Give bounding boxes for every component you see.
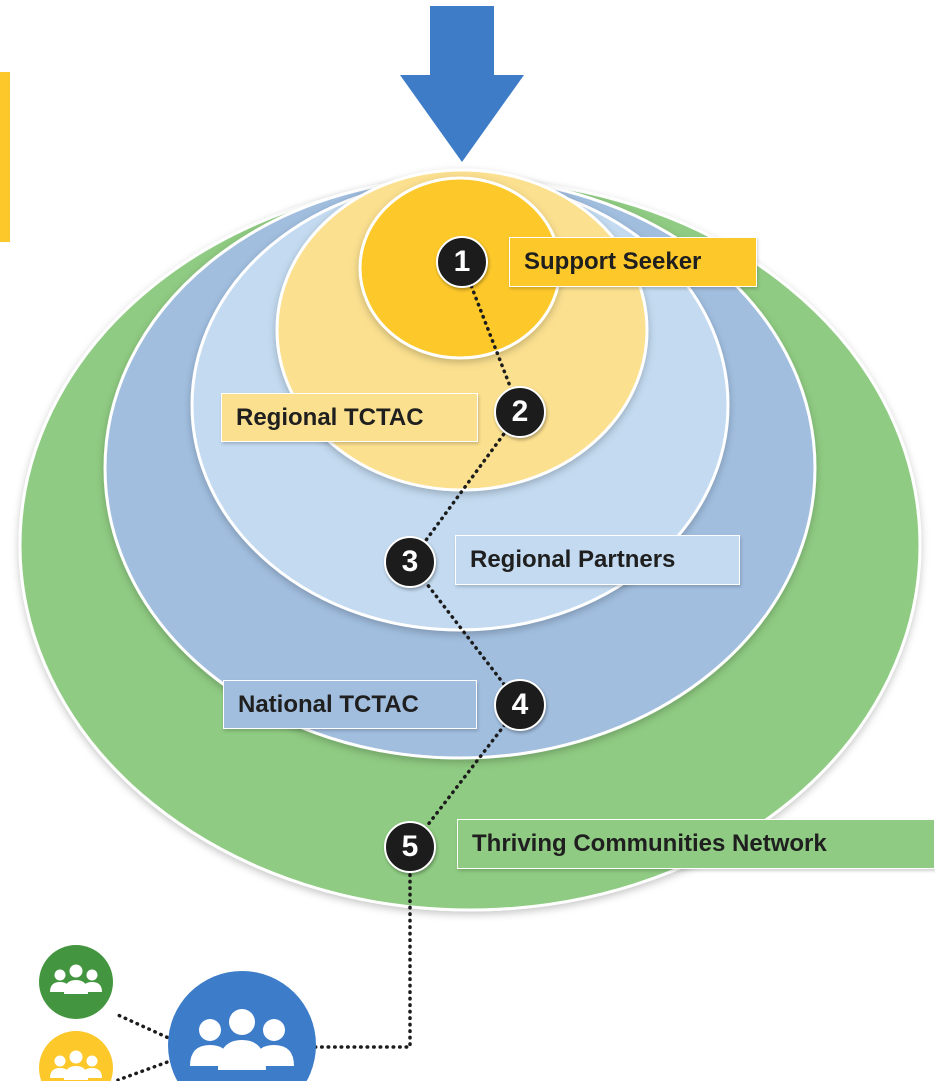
path-connector-yellow bbox=[116, 1058, 175, 1081]
step-number-2: 2 bbox=[494, 386, 546, 438]
step-number-5: 5 bbox=[384, 821, 436, 873]
label-regional-tctac: Regional TCTAC bbox=[221, 393, 478, 442]
step-number-4: 4 bbox=[494, 679, 546, 731]
path-connector-green bbox=[116, 1013, 175, 1042]
step-number-3: 3 bbox=[384, 536, 436, 588]
people-group-icon-yellow bbox=[39, 1031, 113, 1081]
people-group-icon-green bbox=[39, 945, 113, 1019]
label-national-tctac: National TCTAC bbox=[223, 680, 477, 729]
people-group-icon-large bbox=[168, 971, 316, 1081]
label-support-seeker: Support Seeker bbox=[509, 237, 757, 287]
step-number-1: 1 bbox=[436, 236, 488, 288]
accent-bar bbox=[0, 72, 10, 242]
down-arrow-icon bbox=[400, 6, 524, 162]
label-thriving-communities-network: Thriving Communities Network bbox=[457, 819, 935, 869]
label-regional-partners: Regional Partners bbox=[455, 535, 740, 585]
